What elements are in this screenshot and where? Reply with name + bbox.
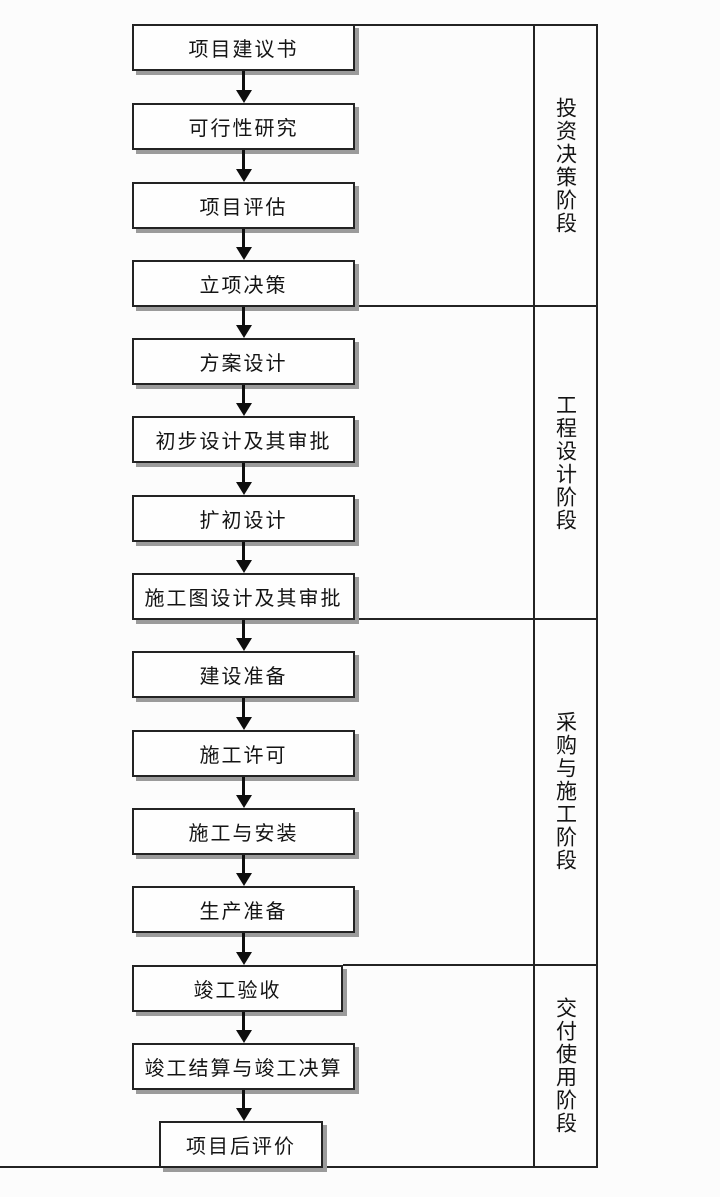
- phase-label-investment-decision: 投资决策阶段: [553, 96, 578, 235]
- phase-divider-2: [355, 618, 598, 620]
- arrow-head-icon: [235, 717, 252, 730]
- arrow-stem: [242, 307, 245, 326]
- arrow-stem: [242, 620, 245, 639]
- arrow-stem: [242, 777, 245, 796]
- flow-box-construction-drawing-design-approval: 施工图设计及其审批: [132, 573, 355, 620]
- flow-arrow-down-2: [235, 150, 252, 182]
- flow-box-completion-acceptance: 竣工验收: [132, 965, 343, 1012]
- arrow-stem: [242, 150, 245, 170]
- flow-arrow-down-11: [235, 855, 252, 886]
- arrow-head-icon: [235, 482, 252, 495]
- phase-label-procurement-construction: 采购与施工阶段: [553, 711, 578, 872]
- phase-divider-1: [355, 305, 598, 307]
- flow-arrow-down-6: [235, 463, 252, 495]
- arrow-stem: [242, 698, 245, 718]
- flow-arrow-down-1: [235, 71, 252, 103]
- arrow-head-icon: [235, 403, 252, 416]
- flow-arrow-down-3: [235, 229, 252, 260]
- flow-box-expanded-preliminary-design: 扩初设计: [132, 495, 355, 542]
- flow-box-scheme-design: 方案设计: [132, 338, 355, 385]
- flow-arrow-down-4: [235, 307, 252, 338]
- flow-arrow-down-13: [235, 1012, 252, 1043]
- flow-box-construction-permit: 施工许可: [132, 730, 355, 777]
- arrow-head-icon: [235, 638, 252, 651]
- arrow-stem: [242, 71, 245, 91]
- arrow-stem: [242, 463, 245, 483]
- arrow-head-icon: [235, 795, 252, 808]
- arrow-head-icon: [235, 325, 252, 338]
- flow-box-project-evaluation: 项目评估: [132, 182, 355, 229]
- flow-arrow-down-9: [235, 698, 252, 730]
- arrow-stem: [242, 933, 245, 953]
- arrow-stem: [242, 542, 245, 561]
- arrow-head-icon: [235, 1030, 252, 1043]
- arrow-stem: [242, 1012, 245, 1031]
- flow-arrow-down-5: [235, 385, 252, 416]
- arrow-head-icon: [235, 247, 252, 260]
- arrow-stem: [242, 229, 245, 248]
- flow-arrow-down-10: [235, 777, 252, 808]
- flow-box-preliminary-design-approval: 初步设计及其审批: [132, 416, 355, 463]
- flow-box-production-preparation: 生产准备: [132, 886, 355, 933]
- arrow-stem: [242, 1090, 245, 1109]
- phase-column-left-rule: [533, 24, 535, 1168]
- phase-top-rule: [355, 24, 598, 26]
- phase-divider-3: [343, 964, 598, 966]
- flow-arrow-down-7: [235, 542, 252, 573]
- arrow-head-icon: [235, 169, 252, 182]
- arrow-head-icon: [235, 90, 252, 103]
- flow-box-feasibility-study: 可行性研究: [132, 103, 355, 150]
- flow-arrow-down-8: [235, 620, 252, 651]
- flow-box-project-approval-decision: 立项决策: [132, 260, 355, 307]
- flow-box-project-proposal: 项目建议书: [132, 24, 355, 71]
- arrow-head-icon: [235, 952, 252, 965]
- phase-label-delivery-use: 交付使用阶段: [553, 997, 578, 1135]
- flow-arrow-down-14: [235, 1090, 252, 1121]
- arrow-stem: [242, 855, 245, 874]
- phase-column-right-rule: [596, 24, 598, 1168]
- flow-box-completion-settlement-final-accounts: 竣工结算与竣工决算: [132, 1043, 355, 1090]
- arrow-stem: [242, 385, 245, 404]
- flow-box-post-project-evaluation: 项目后评价: [159, 1121, 323, 1168]
- arrow-head-icon: [235, 560, 252, 573]
- phase-label-engineering-design: 工程设计阶段: [553, 393, 578, 532]
- arrow-head-icon: [235, 873, 252, 886]
- arrow-head-icon: [235, 1108, 252, 1121]
- flow-box-construction-and-installation: 施工与安装: [132, 808, 355, 855]
- flow-arrow-down-12: [235, 933, 252, 965]
- flow-box-construction-preparation: 建设准备: [132, 651, 355, 698]
